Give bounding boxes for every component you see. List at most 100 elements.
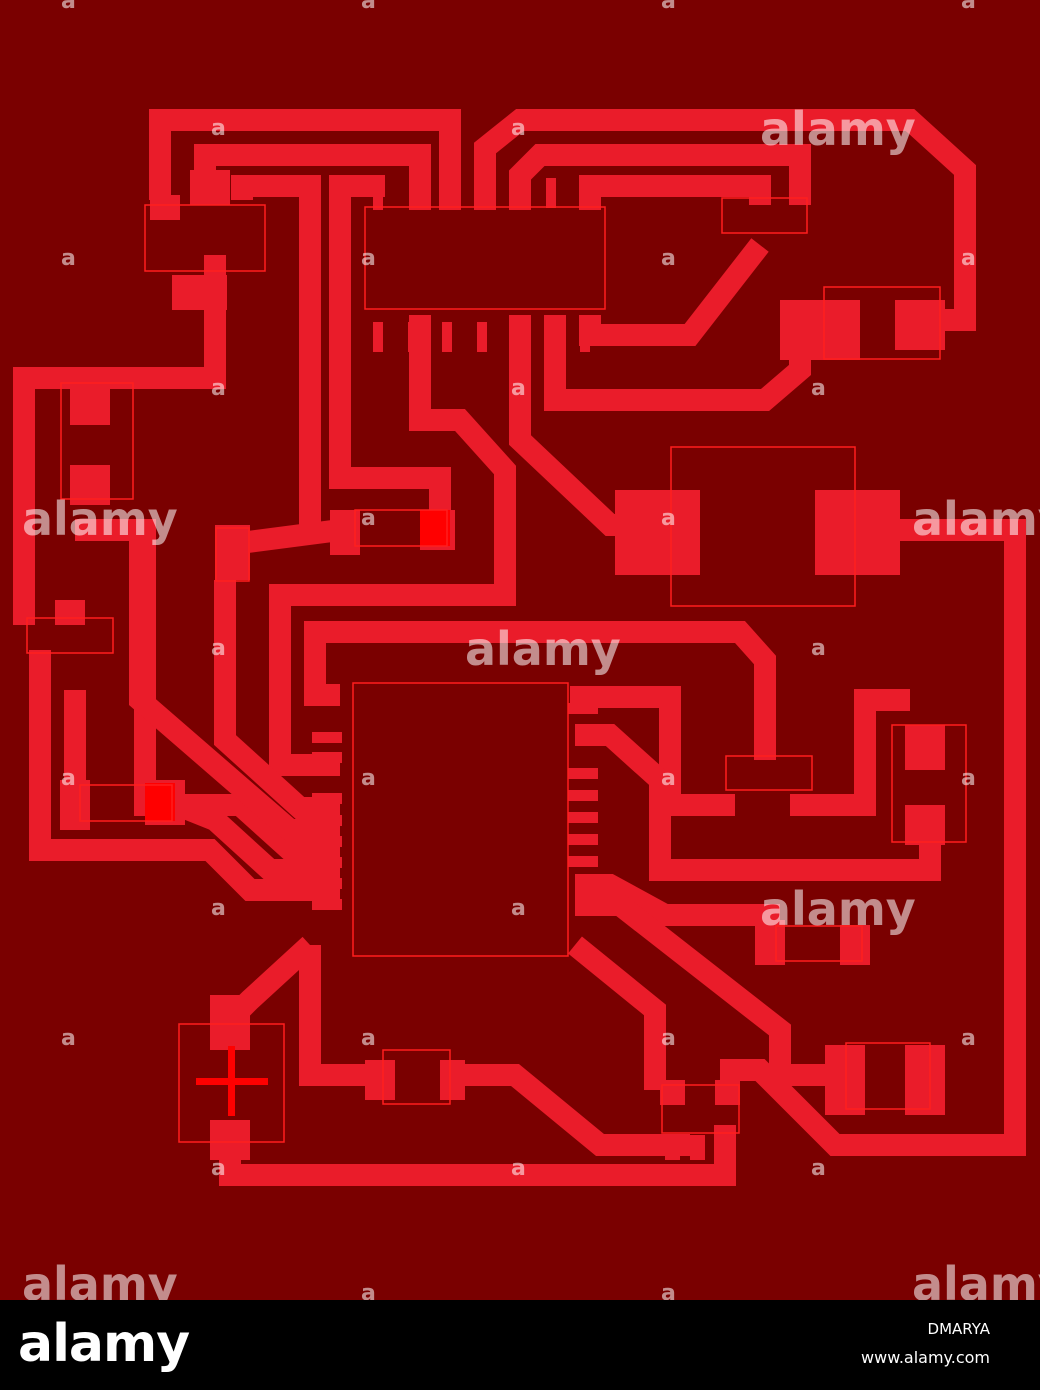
trace	[299, 945, 380, 1086]
watermark-mark: a	[511, 1156, 526, 1181]
watermark-mark: a	[211, 636, 226, 661]
ic-pin	[546, 322, 556, 352]
ic-pin	[312, 899, 342, 910]
component-outline	[891, 724, 967, 843]
pad	[660, 1080, 685, 1105]
plus-vertical	[228, 1046, 235, 1116]
component-outline	[775, 925, 863, 962]
ic-pin	[312, 815, 342, 826]
ic2-body	[352, 682, 569, 957]
ic-pin	[580, 322, 590, 352]
trace	[149, 109, 461, 210]
ic-pin	[546, 178, 556, 208]
component-outline	[60, 382, 134, 500]
ic-pin	[312, 732, 342, 743]
pad	[895, 300, 945, 350]
watermark-mark: a	[361, 0, 376, 14]
trace	[214, 580, 340, 819]
watermark-text: alamy	[912, 492, 1040, 546]
pad	[215, 525, 250, 580]
pad	[150, 195, 180, 220]
ic-pin	[312, 836, 342, 847]
watermark-mark: a	[361, 506, 376, 531]
watermark-mark: a	[211, 376, 226, 401]
copper-traces	[13, 109, 1026, 1186]
ic1-pins	[373, 178, 590, 352]
pad	[905, 805, 945, 845]
ic-pin	[442, 322, 452, 352]
component-outline	[721, 197, 808, 234]
ic2-pins	[312, 703, 598, 910]
pcb-board: alamy alamy alamy alamy alamy alamy alam…	[0, 0, 1040, 1300]
ic1-body	[364, 206, 606, 310]
component-outline	[79, 784, 173, 822]
trace	[129, 530, 340, 841]
trace	[329, 175, 451, 520]
watermark-mark: a	[811, 1156, 826, 1181]
watermark-mark: a	[811, 376, 826, 401]
trace	[575, 874, 780, 926]
trace	[509, 144, 811, 210]
component-outline	[823, 286, 941, 360]
watermark-text: alamy	[22, 492, 178, 546]
ic-pin	[568, 768, 598, 779]
trace	[304, 621, 776, 760]
pad	[172, 275, 227, 310]
plus-icon	[196, 1046, 268, 1116]
copper-pads	[55, 170, 945, 1160]
watermark-mark: a	[511, 896, 526, 921]
watermark-mark: a	[661, 0, 676, 14]
footer-url: www.alamy.com	[861, 1348, 990, 1367]
trace	[13, 255, 226, 625]
watermark-mark: a	[661, 506, 676, 531]
watermark-mark: a	[661, 1281, 676, 1300]
watermark-mark: a	[61, 246, 76, 271]
ic-pin	[373, 322, 383, 352]
pad	[905, 1045, 945, 1115]
watermark-text: alamy	[465, 622, 621, 676]
watermark-mark: a	[211, 896, 226, 921]
ic-pin	[568, 703, 598, 714]
polarity-pad	[420, 510, 450, 546]
watermark-mark: a	[211, 116, 226, 141]
watermark-text: alamy	[760, 882, 916, 936]
trace	[790, 689, 910, 816]
component-outline	[144, 204, 266, 272]
polarity-pad	[145, 783, 175, 821]
watermark-mark: a	[811, 636, 826, 661]
watermark-mark: a	[61, 766, 76, 791]
trace	[575, 724, 941, 881]
pad	[905, 725, 945, 770]
watermark-text: alamy	[760, 102, 916, 156]
watermark-mark: a	[511, 116, 526, 141]
trace	[269, 315, 516, 776]
trace	[474, 109, 976, 331]
watermark-mark: a	[661, 246, 676, 271]
ic-pin	[477, 322, 487, 352]
component-outline	[845, 1042, 931, 1110]
ic-pin	[512, 322, 522, 352]
ic-pin	[312, 857, 342, 868]
pad	[210, 995, 250, 1050]
ic-pin	[568, 790, 598, 801]
pad	[665, 1135, 680, 1160]
watermark-mark: a	[211, 1156, 226, 1181]
watermark-mark: a	[961, 766, 976, 791]
watermark-mark: a	[661, 1026, 676, 1051]
component-outline	[661, 1084, 740, 1134]
crystal-outline	[670, 446, 856, 607]
trace	[579, 175, 771, 210]
watermark-mark: a	[361, 1026, 376, 1051]
watermark-mark: a	[361, 766, 376, 791]
watermark-mark: a	[511, 376, 526, 401]
watermark-mark: a	[661, 766, 676, 791]
ic-pin	[568, 856, 598, 867]
ic-pin	[312, 878, 342, 889]
trace	[570, 686, 735, 816]
watermark-mark: a	[361, 1281, 376, 1300]
pad	[755, 920, 785, 965]
polarity-pads	[145, 510, 450, 821]
pad	[715, 1080, 740, 1105]
pad	[440, 1060, 465, 1100]
watermark-mark: a	[961, 1026, 976, 1051]
